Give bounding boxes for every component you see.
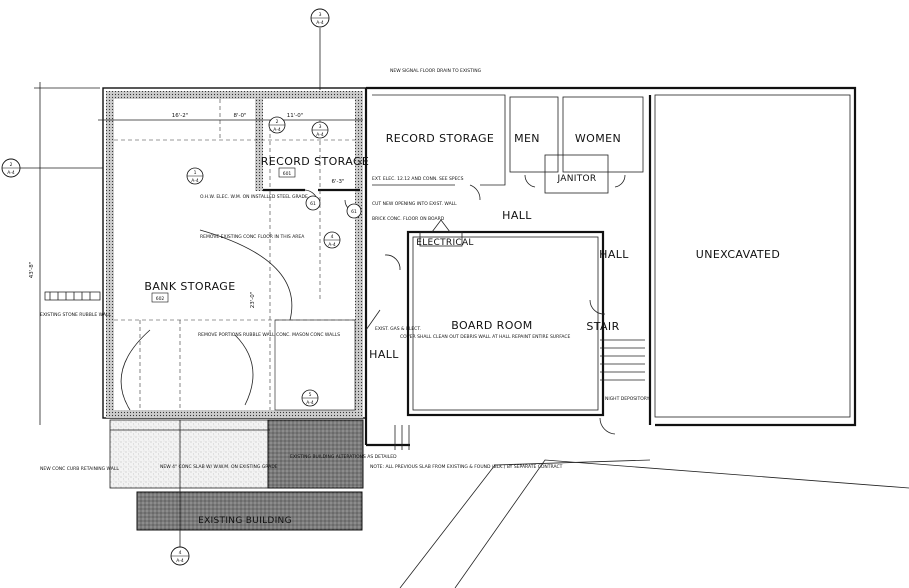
note-remove-existing-conc: REMOVE EXISTING CONC FLOOR IN THIS AREA	[200, 234, 305, 240]
section-marker-m3[interactable]: 3 A-4	[311, 121, 329, 139]
room-label-janitor: JANITOR	[557, 174, 597, 184]
section-marker-m1-sheet: A-4	[191, 178, 199, 184]
dim-side-left: 43'-8"	[29, 262, 35, 279]
room-label-record-storage-new: RECORD STORAGE	[261, 155, 370, 168]
section-marker-m1-num: 1	[194, 170, 197, 176]
section-marker-m2[interactable]: 2 A-4	[268, 116, 286, 134]
room-label-men: MEN	[514, 132, 540, 145]
existing-building-label: EXISTING BUILDING	[198, 516, 292, 526]
door-tag-2-label: 61	[351, 209, 357, 215]
room-label-record-storage-east: RECORD STORAGE	[386, 132, 495, 145]
section-marker-m3-num: 3	[319, 124, 322, 130]
door-tag-1-label: 61	[310, 201, 316, 207]
section-marker-top-sheet: A-4	[316, 20, 324, 26]
note-existing-stone-wall: EXISTING STONE RUBBLE WALL	[40, 312, 111, 318]
section-marker-m2-num: 2	[276, 119, 279, 125]
grid-lines	[20, 28, 363, 550]
room-tag-601: 601	[283, 171, 292, 177]
stone-wall-symbol	[44, 291, 101, 301]
section-marker-bottom-sheet: A-4	[176, 558, 184, 564]
note-brick-conc: BRICK CONC. FLOOR ON BOARD	[372, 216, 445, 222]
note-all-previous: NOTE: ALL PREVIOUS SLAB FROM EXISTING & …	[370, 464, 563, 470]
existing-alteration-area	[267, 419, 364, 489]
room-label-board-room: BOARD ROOM	[451, 319, 532, 332]
section-marker-m3-sheet: A-4	[316, 132, 324, 138]
note-ohw-elec: O.H.W. ELEC. W.M. ON INSTALLED STEEL GRA…	[200, 194, 308, 200]
new-slab-area	[109, 419, 271, 489]
room-label-stair: STAIR	[586, 320, 619, 333]
section-marker-m5-num: 5	[309, 392, 312, 398]
room-label-hall-west: HALL	[369, 348, 399, 361]
note-night-depository: NIGHT DEPOSITORY	[605, 396, 650, 402]
door-tag-2[interactable]: 61	[346, 203, 362, 219]
existing-building-area	[136, 491, 363, 531]
room-tag-602: 602	[156, 296, 165, 302]
dim-top-left: 16'-2"	[172, 113, 189, 119]
room-label-hall-north: HALL	[502, 209, 532, 222]
stair	[394, 339, 645, 450]
section-marker-m2-sheet: A-4	[273, 127, 281, 133]
dim-top-mid: 8'-0"	[233, 113, 246, 119]
section-marker-m5[interactable]: 5 A-4	[301, 389, 319, 407]
dim-inner-2: 6'-3"	[331, 179, 344, 185]
note-exist-gas: EXIST. GAS & ELECT.	[375, 326, 421, 332]
room-label-electrical: ELECTRICAL	[416, 238, 474, 248]
section-marker-bottom-num: 4	[179, 550, 182, 556]
section-marker-left-sheet: A-4	[7, 170, 15, 176]
section-marker-m4-num: 4	[331, 234, 334, 240]
section-marker-m4-sheet: A-4	[328, 242, 336, 248]
section-marker-top[interactable]: 3 A-4	[310, 8, 330, 28]
note-connect-drains: NEW SIGNAL FLOOR DRAIN TO EXISTING	[390, 68, 482, 74]
section-marker-top-num: 3	[319, 12, 322, 18]
section-marker-m1[interactable]: 1 A-4	[186, 167, 204, 185]
note-existing-alterations: EXISTING BUILDING ALTERATIONS AS DETAILE…	[290, 454, 397, 460]
note-new-conc-curb: NEW CONC CURB RETAINING WALL	[40, 466, 119, 472]
note-new-conc-slab: NEW 4" CONC SLAB W/ W.W.M. ON EXISTING G…	[160, 464, 278, 470]
section-marker-bottom[interactable]: 4 A-4	[170, 546, 190, 566]
room-label-hall-east: HALL	[599, 248, 629, 261]
main-building	[364, 86, 909, 588]
note-ext-elec: EXT. ELEC. 12.12 AND CONN. SEE SPECS	[372, 176, 464, 182]
room-label-bank-storage: BANK STORAGE	[144, 280, 235, 293]
note-cover-shall: COVER SHALL CLEAN OUT DEBRIS WALL AT HAL…	[400, 334, 571, 340]
room-label-women: WOMEN	[575, 132, 621, 145]
room-label-unexcavated: UNEXCAVATED	[696, 248, 781, 261]
section-marker-m4[interactable]: 4 A-4	[323, 231, 341, 249]
section-marker-left[interactable]: 2 A-4	[1, 158, 21, 178]
section-marker-left-num: 2	[10, 162, 13, 168]
dim-top-right: 11'-0"	[287, 113, 304, 119]
section-marker-m5-sheet: A-4	[306, 400, 314, 406]
note-cut-new-opening: CUT NEW OPENING INTO EXIST. WALL	[372, 201, 457, 207]
dim-inner-1: 23'-0"	[250, 292, 256, 309]
note-remove-portions: REMOVE PORTIONS RUBBLE WALL CONC. MASON …	[198, 332, 340, 338]
storage-block	[102, 87, 367, 419]
door-tag-1[interactable]: 61	[305, 195, 321, 211]
